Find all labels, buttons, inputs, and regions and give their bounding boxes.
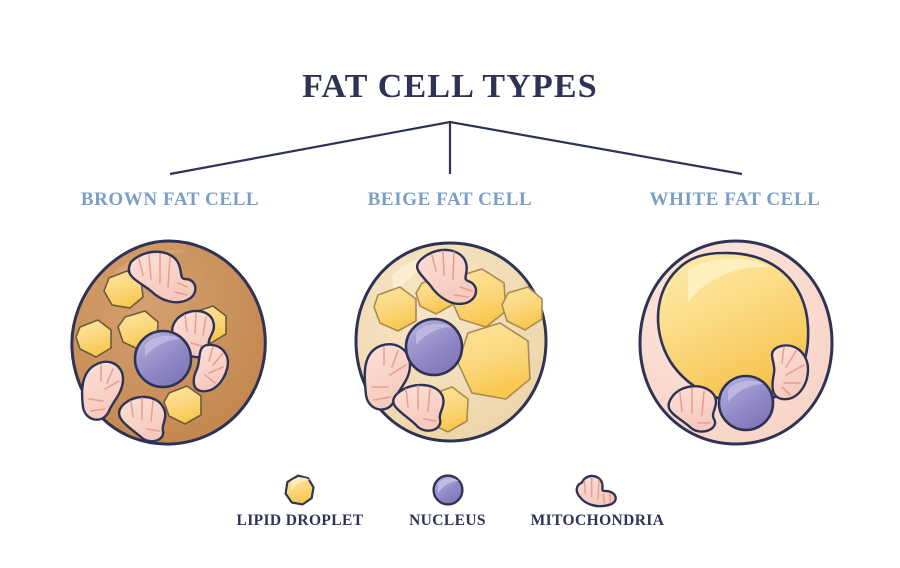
cell-label-beige: BEIGE FAT CELL bbox=[367, 189, 533, 210]
legend-label-nucleus: NUCLEUS bbox=[409, 512, 486, 529]
white-fat-cell-figure bbox=[638, 239, 834, 446]
beige-fat-cell-figure bbox=[354, 241, 548, 443]
mitochondria bbox=[80, 250, 230, 443]
legend-item-mitochondria: MITOCHONDRIA bbox=[510, 472, 685, 542]
legend: LIPID DROPLET NUCLEUS bbox=[215, 472, 685, 542]
nucleus-icon bbox=[431, 474, 464, 506]
legend-label-lipid-droplet: LIPID DROPLET bbox=[236, 512, 364, 529]
mitochondria bbox=[667, 344, 810, 433]
lipid-droplet-icon bbox=[284, 474, 315, 506]
cell-label-white: WHITE FAT CELL bbox=[649, 189, 821, 210]
legend-item-lipid-droplet: LIPID DROPLET bbox=[215, 472, 385, 542]
nucleus bbox=[404, 317, 464, 377]
cell-label-brown: BROWN FAT CELL bbox=[80, 189, 260, 210]
legend-item-nucleus: NUCLEUS bbox=[385, 472, 510, 542]
legend-label-mitochondria: MITOCHONDRIA bbox=[530, 512, 665, 529]
nucleus bbox=[717, 374, 775, 432]
page-title: FAT CELL TYPES bbox=[302, 68, 598, 105]
mitochondria bbox=[363, 248, 478, 432]
bracket-connector bbox=[169, 120, 743, 176]
brown-fat-cell-figure bbox=[70, 239, 267, 446]
mitochondria-icon bbox=[575, 474, 617, 508]
nucleus bbox=[133, 329, 193, 389]
